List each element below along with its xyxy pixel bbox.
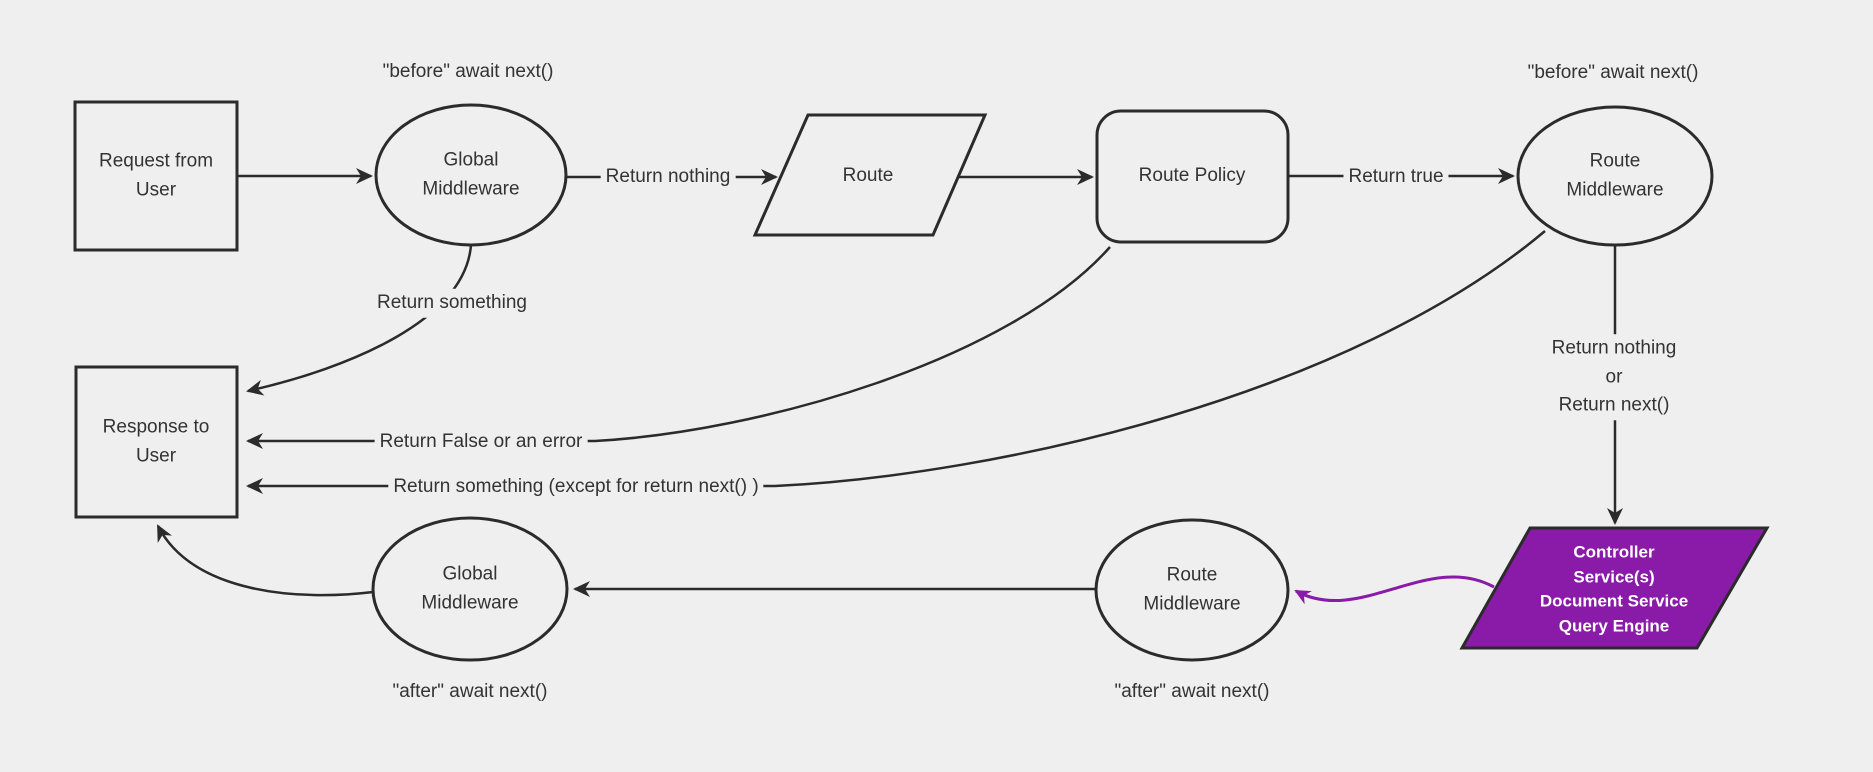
node-request-label: Request from User	[98, 150, 214, 201]
edge-label-return-nothing-or-next: Return nothing or Return next()	[1546, 334, 1682, 420]
node-request-shape	[73, 100, 239, 252]
edge-label-before-await-next-right: "before" await next()	[1527, 61, 1699, 83]
node-route-shape	[752, 113, 988, 237]
edge-label-return-nothing: Return nothing	[600, 162, 736, 192]
edge-controller-to-route-middleware-bottom	[1294, 575, 1495, 605]
node-route-policy-label: Route Policy	[1138, 164, 1246, 186]
node-controller-shape	[1459, 526, 1770, 650]
node-global-middleware-bottom-shape	[371, 516, 569, 662]
edge-label-after-await-next-right: "after" await next()	[1114, 680, 1270, 702]
node-route-middleware-top-label: Route Middleware	[1566, 150, 1664, 201]
edge-label-after-await-next-left: "after" await next()	[392, 680, 548, 702]
edge-route-policy-return-false-to-response	[246, 246, 1111, 449]
node-route-policy-shape	[1095, 109, 1290, 244]
node-global-middleware-top-label: Global Middleware	[422, 149, 520, 200]
node-route-middleware-top-shape	[1516, 105, 1714, 247]
edge-label-return-something: Return something	[372, 288, 532, 318]
edge-global-middleware-return-something-to-response	[246, 244, 473, 396]
node-route-label: Route	[842, 164, 894, 186]
node-controller-label: Controller Service(s) Document Service Q…	[1539, 542, 1689, 636]
edge-global-middleware-bottom-to-response	[156, 524, 374, 597]
edge-label-before-await-next-left: "before" await next()	[382, 60, 554, 82]
edge-route-middleware-return-something-to-response	[246, 230, 1546, 494]
node-global-middleware-top-shape	[374, 103, 568, 247]
edge-label-return-false-or-error: Return False or an error	[374, 427, 588, 457]
edge-label-return-true: Return true	[1343, 162, 1449, 192]
node-response-label: Response to User	[102, 416, 210, 467]
node-global-middleware-bottom-label: Global Middleware	[421, 563, 519, 614]
edge-label-return-something-except: Return something (except for return next…	[388, 472, 764, 502]
node-response-shape	[74, 365, 239, 519]
node-route-middleware-bottom-shape	[1094, 518, 1290, 662]
node-route-middleware-bottom-label: Route Middleware	[1143, 564, 1241, 615]
